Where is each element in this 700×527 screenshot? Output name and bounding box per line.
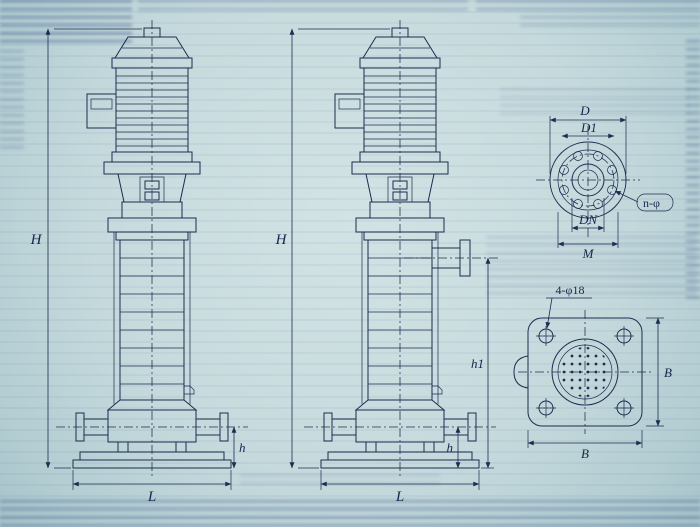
dim-label-M: M — [582, 246, 595, 261]
dim-label-H-side: H — [275, 232, 288, 248]
suction-strainer-holes — [560, 347, 610, 397]
discharge-pipe — [432, 247, 460, 269]
flange-raised-face — [557, 149, 619, 211]
dim-label-DN: DN — [578, 212, 598, 227]
flange-hub — [577, 169, 599, 191]
dim-label-D: D — [579, 103, 590, 118]
base-side-lug — [513, 355, 529, 389]
pump-front-view — [55, 19, 249, 477]
bolt-circle — [561, 153, 615, 207]
flange-centerlines — [536, 126, 640, 238]
flange-bore — [571, 163, 605, 197]
bolt-holes-note: n-φ — [643, 196, 660, 210]
pump-side-view — [303, 19, 497, 477]
discharge-flange — [459, 239, 471, 277]
anchor-holes — [536, 326, 634, 418]
dim-label-h-front: h — [239, 440, 246, 455]
bolt-holes — [559, 151, 617, 209]
bolt-note-box — [636, 193, 674, 212]
dim-label-H-front: H — [30, 232, 43, 248]
flange-detail-view: D D1 DN M n-φ — [536, 103, 674, 261]
anchor-holes-note: 4-φ18 — [556, 283, 585, 297]
base-plate-outline — [527, 317, 643, 427]
dim-label-L-side: L — [395, 489, 404, 505]
base-centerlines — [518, 310, 652, 434]
dim-label-h1-side: h1 — [471, 356, 484, 371]
dim-label-L-front: L — [147, 489, 156, 505]
front-view-dimensions: H L h — [30, 28, 246, 505]
dim-label-B-bottom: B — [581, 446, 589, 461]
dim-label-h-side: h — [447, 440, 454, 455]
dim-label-D1: D1 — [580, 120, 597, 135]
base-detail-view: 4-φ18 B B — [513, 283, 672, 461]
flange-outer-circle — [549, 141, 627, 219]
dim-label-B-right: B — [664, 365, 672, 380]
suction-strainer-rim — [551, 338, 619, 406]
side-view-discharge — [404, 239, 498, 277]
side-view-dimensions: H L h h1 — [275, 28, 494, 505]
